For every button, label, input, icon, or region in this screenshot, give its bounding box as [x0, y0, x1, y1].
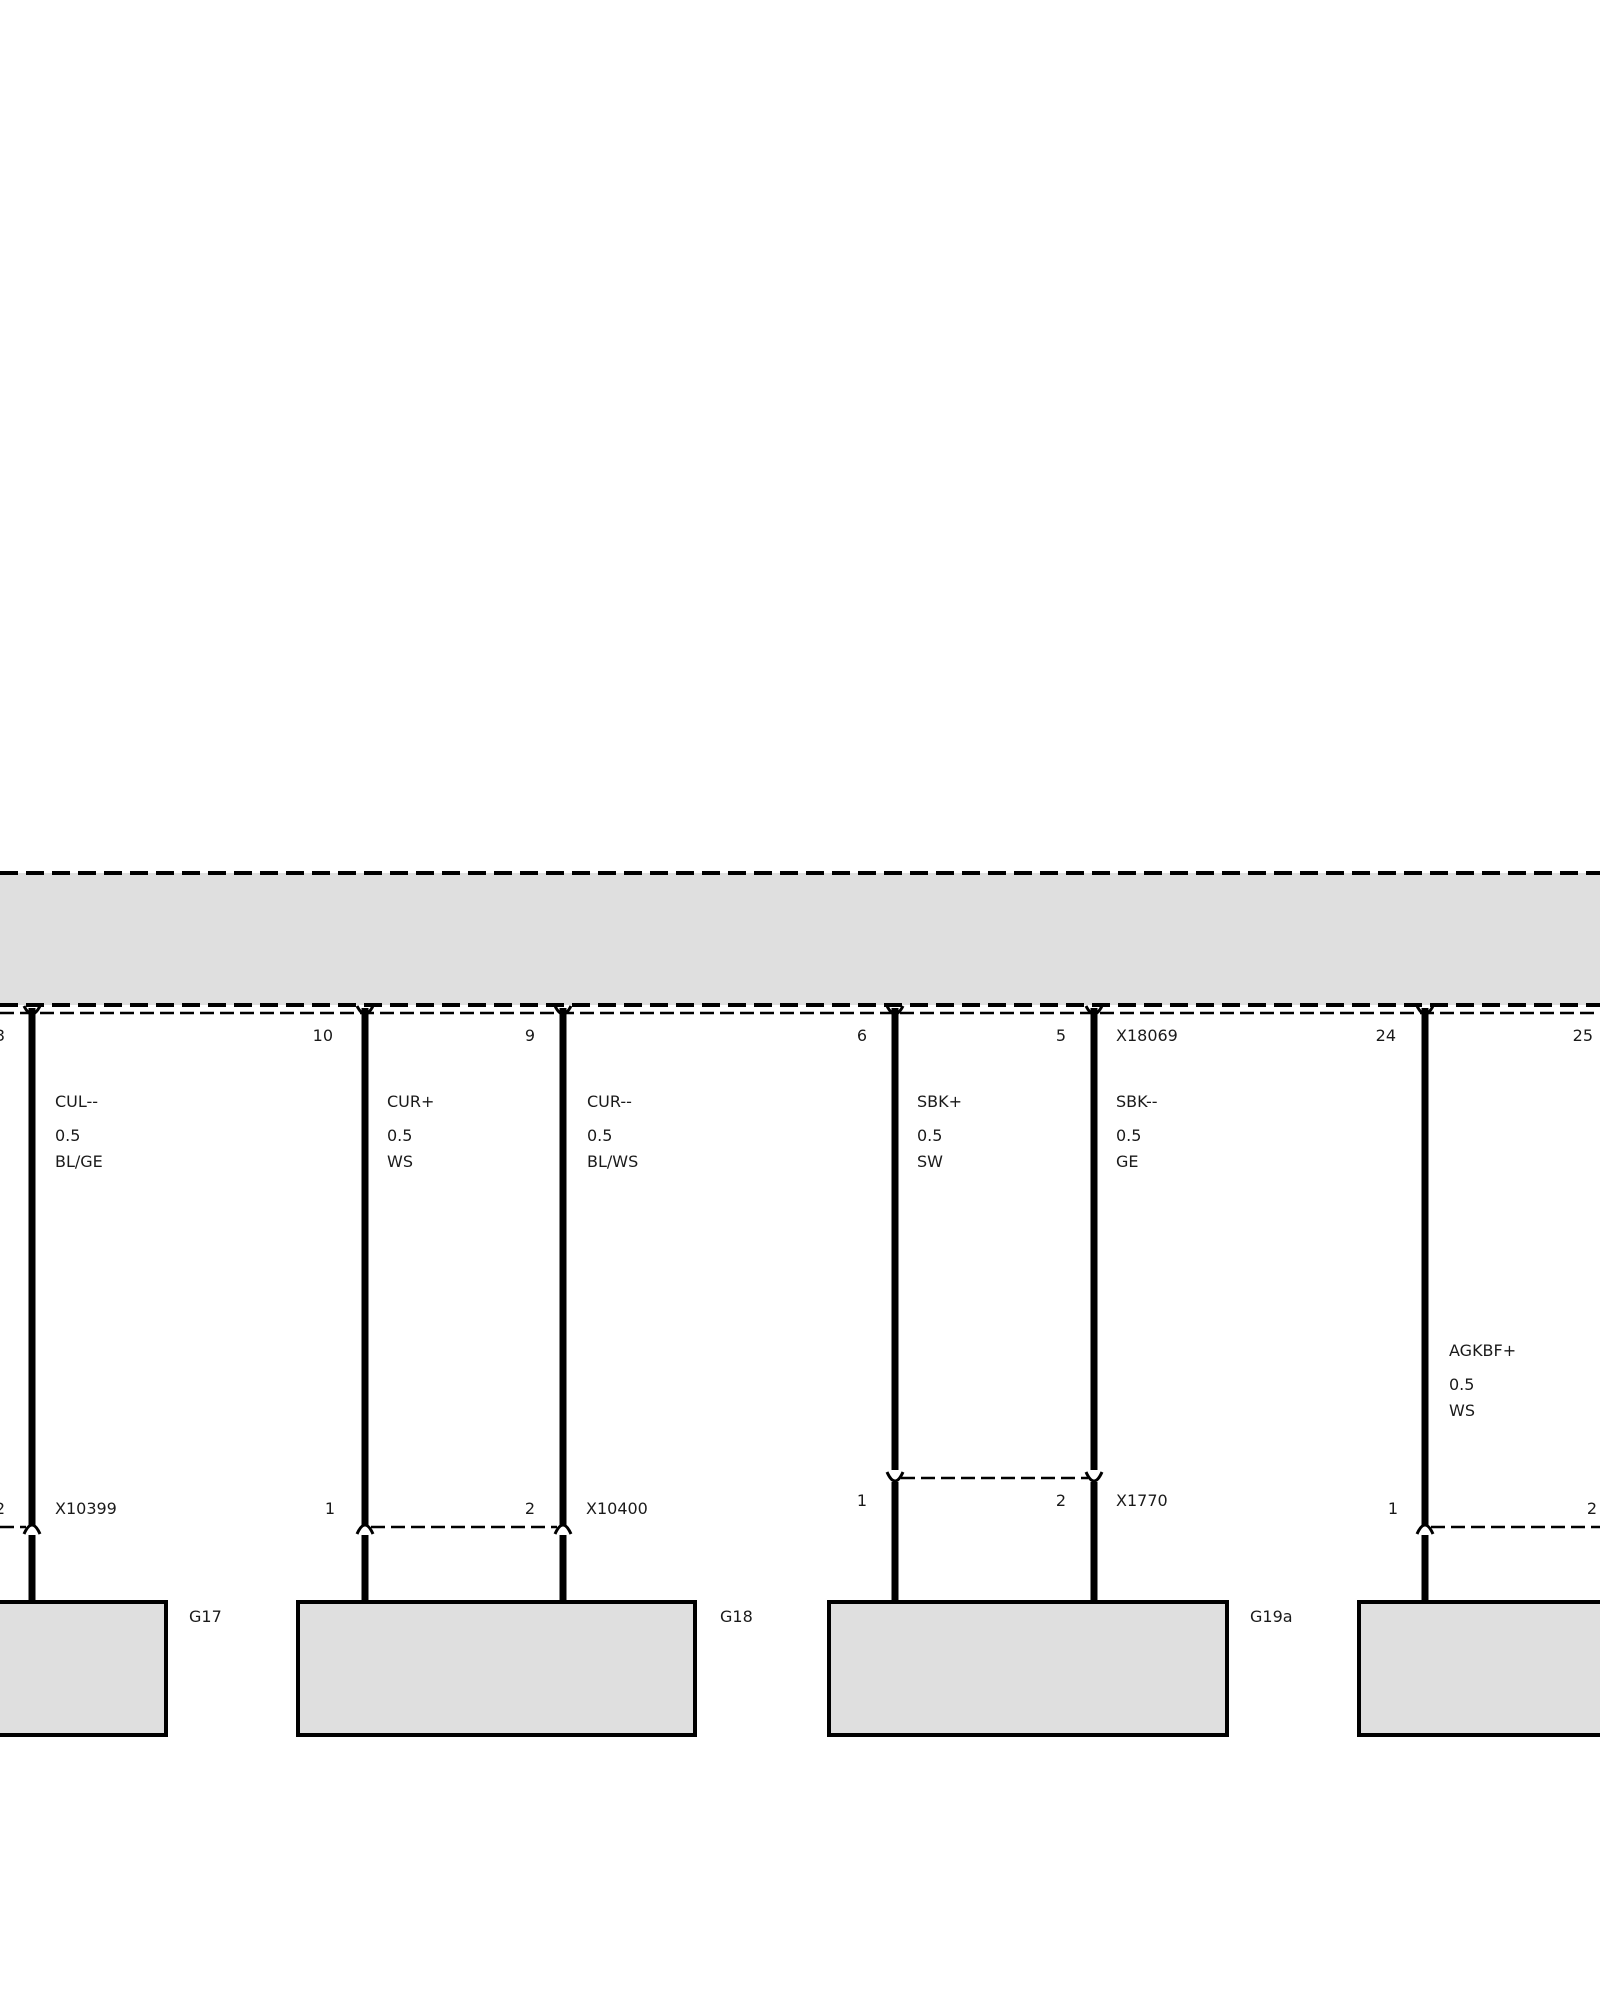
pin-top-label: 9	[525, 1026, 535, 1045]
pin-bottom-label: 2	[1056, 1491, 1066, 1510]
wire-color-label: BL/WS	[587, 1152, 638, 1171]
gauge-label: 0.5	[1116, 1126, 1141, 1145]
gauge-label: 0.5	[587, 1126, 612, 1145]
pin-top-label: 24	[1376, 1026, 1396, 1045]
wire-1	[22, 1005, 42, 1605]
pin-bottom-label: 1	[857, 1491, 867, 1510]
component-box-g17	[0, 1600, 168, 1737]
signal-label: SBK+	[917, 1092, 962, 1111]
control-module-band	[0, 873, 1600, 1005]
wire-color-label: SW	[917, 1152, 943, 1171]
wire-4	[885, 1005, 905, 1605]
pin-bottom-label: 2	[0, 1499, 5, 1518]
pin-top-label: 10	[313, 1026, 333, 1045]
component-label-g19a: G19a	[1250, 1607, 1293, 1626]
wire-3	[553, 1005, 573, 1605]
wire-color-label: WS	[387, 1152, 413, 1171]
pin-bottom-label: 2	[1587, 1499, 1597, 1518]
wire-color-label: GE	[1116, 1152, 1139, 1171]
signal-label: CUR+	[387, 1092, 434, 1111]
connector-label-header: X18069	[1116, 1026, 1178, 1045]
gauge-label: 0.5	[55, 1126, 80, 1145]
component-label-g18: G18	[720, 1607, 753, 1626]
pin-top-label: 25	[1573, 1026, 1593, 1045]
pin-bottom-label: 1	[1388, 1499, 1398, 1518]
component-box-right	[1357, 1600, 1600, 1737]
wire-2	[355, 1005, 375, 1605]
gauge-label: 0.5	[387, 1126, 412, 1145]
signal-label: CUL--	[55, 1092, 98, 1111]
signal-label: AGKBF+	[1449, 1341, 1516, 1360]
gauge-label: 0.5	[1449, 1375, 1474, 1394]
wire-color-label: WS	[1449, 1401, 1475, 1420]
signal-label: SBK--	[1116, 1092, 1158, 1111]
pin-bottom-label: 2	[525, 1499, 535, 1518]
connector-label-x1770: X1770	[1116, 1491, 1168, 1510]
gauge-label: 0.5	[917, 1126, 942, 1145]
signal-label: CUR--	[587, 1092, 632, 1111]
component-box-g19a	[827, 1600, 1229, 1737]
component-box-g18	[296, 1600, 697, 1737]
wire-color-label: BL/GE	[55, 1152, 103, 1171]
wire-6	[1415, 1005, 1435, 1605]
component-label-g17: G17	[189, 1607, 222, 1626]
connector-label-x10399: X10399	[55, 1499, 117, 1518]
pin-top-label: 6	[857, 1026, 867, 1045]
pin-top-label: 5	[1056, 1026, 1066, 1045]
pin-bottom-label: 1	[325, 1499, 335, 1518]
connector-label-x10400: X10400	[586, 1499, 648, 1518]
pin-top-label: 3	[0, 1026, 5, 1045]
wire-5	[1084, 1005, 1104, 1605]
